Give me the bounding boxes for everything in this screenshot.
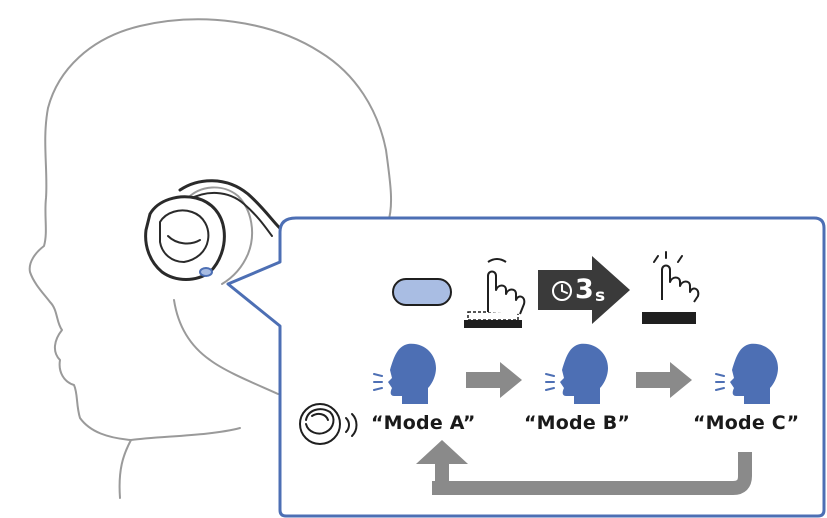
voice-guidance-icon — [299, 403, 358, 445]
press-hand-icon — [464, 258, 526, 328]
timer-unit: s — [595, 286, 606, 306]
mode-c-label: “Mode C” — [693, 412, 800, 434]
mode-b-label: “Mode B” — [524, 412, 631, 434]
loop-back-arrow-stem — [435, 460, 449, 488]
loop-back-arrowhead — [416, 440, 468, 464]
ear-outline — [185, 186, 254, 285]
mode-a-label: “Mode A” — [371, 412, 476, 434]
earbud-inner-ring — [159, 209, 210, 263]
button-icon — [392, 278, 452, 306]
head-outline — [28, 18, 393, 499]
earbud-button-highlight — [199, 267, 213, 277]
earbud-on-ear — [144, 179, 286, 285]
loop-back-arrow — [432, 452, 752, 495]
timer-value: 3 — [575, 274, 594, 305]
clock-icon — [552, 281, 572, 301]
speaking-head-icon — [545, 343, 608, 404]
next-mode-arrow — [636, 362, 692, 398]
next-mode-arrow — [466, 362, 522, 398]
speaking-head-icon — [715, 343, 778, 404]
ear-cable-inner — [187, 192, 273, 237]
head-profile-illustration — [28, 18, 393, 499]
speaking-head-icon — [373, 343, 436, 404]
release-hand-icon — [642, 251, 700, 324]
earbud-fold — [167, 235, 201, 245]
earbud-body — [144, 195, 226, 281]
timer-arrow-icon — [538, 256, 630, 324]
jaw-line — [173, 299, 279, 395]
neck-line — [130, 427, 241, 441]
ear-cable — [178, 179, 286, 234]
